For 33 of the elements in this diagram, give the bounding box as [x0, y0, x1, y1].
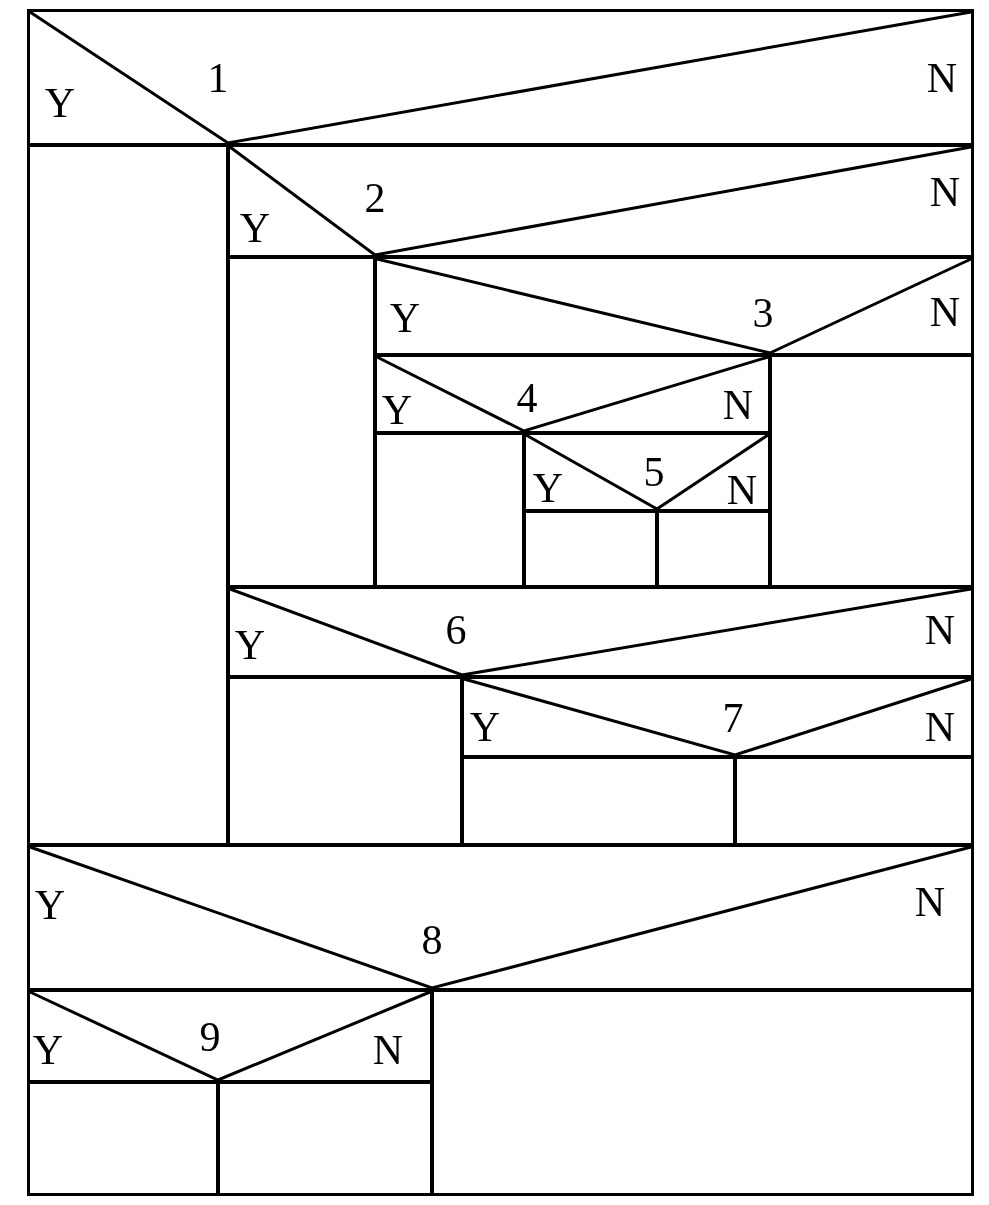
condition-number: 7 — [722, 697, 744, 739]
yes-label: Y — [532, 467, 564, 509]
no-label: N — [372, 1029, 404, 1071]
yes-label: Y — [234, 624, 266, 666]
no-label: N — [924, 609, 956, 651]
condition-number: 5 — [643, 451, 665, 493]
condition-number: 4 — [516, 377, 538, 419]
empty-block — [227, 676, 463, 846]
condition-number: 3 — [752, 292, 774, 334]
no-label: N — [924, 706, 956, 748]
yes-label: Y — [381, 389, 413, 431]
yes-label: Y — [239, 207, 271, 249]
no-label: N — [926, 57, 958, 99]
empty-block — [431, 989, 974, 1196]
yes-label: Y — [389, 297, 421, 339]
no-label: N — [914, 881, 946, 923]
empty-block — [769, 354, 974, 588]
no-label: N — [722, 384, 754, 426]
no-label: N — [726, 469, 758, 511]
yes-label: Y — [44, 82, 76, 124]
condition-number: 1 — [207, 57, 229, 99]
condition-number: 6 — [445, 609, 467, 651]
yes-label: Y — [469, 706, 501, 748]
no-label: N — [929, 171, 961, 213]
yes-label: Y — [32, 1029, 64, 1071]
condition-number: 9 — [199, 1016, 221, 1058]
no-label: N — [929, 291, 961, 333]
empty-block — [227, 256, 376, 588]
empty-block — [374, 432, 525, 588]
empty-block — [27, 144, 229, 846]
yes-label: Y — [34, 884, 66, 926]
condition-number: 8 — [421, 919, 443, 961]
condition-number: 2 — [364, 177, 386, 219]
